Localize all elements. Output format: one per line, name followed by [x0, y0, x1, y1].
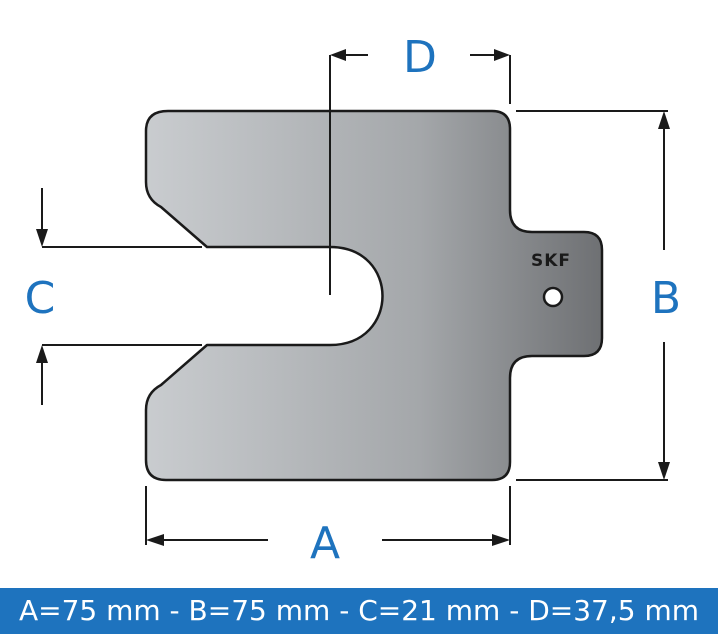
dimension-a-arrowhead-left: [146, 534, 164, 546]
dimensions-caption-text: A=75 mm - B=75 mm - C=21 mm - D=37,5 mm: [18, 594, 700, 627]
dimension-d-label: D: [403, 32, 437, 83]
dimension-c: [41, 188, 202, 405]
dimension-d-arrowhead-right: [494, 49, 510, 61]
shim-diagram: SKF D B C: [25, 32, 681, 569]
dimension-a-arrowhead-right: [492, 534, 510, 546]
shim-body: [144, 109, 604, 482]
dimension-b-label: B: [651, 273, 681, 324]
dimension-c-label: C: [25, 273, 56, 324]
dimension-a: [145, 486, 511, 545]
dimensions-caption-bar: A=75 mm - B=75 mm - C=21 mm - D=37,5 mm: [0, 588, 718, 634]
dimension-b-arrowhead-top: [658, 111, 670, 129]
dimension-c-arrowhead-top: [36, 229, 48, 247]
brand-logo: SKF: [531, 251, 571, 271]
dimension-b: [516, 110, 668, 481]
mounting-hole: [542, 286, 564, 308]
dimension-d-arrowhead-left: [330, 49, 346, 61]
dimension-a-label: A: [310, 518, 340, 569]
dimension-c-arrowhead-bottom: [36, 345, 48, 363]
dimension-b-arrowhead-bottom: [658, 462, 670, 480]
